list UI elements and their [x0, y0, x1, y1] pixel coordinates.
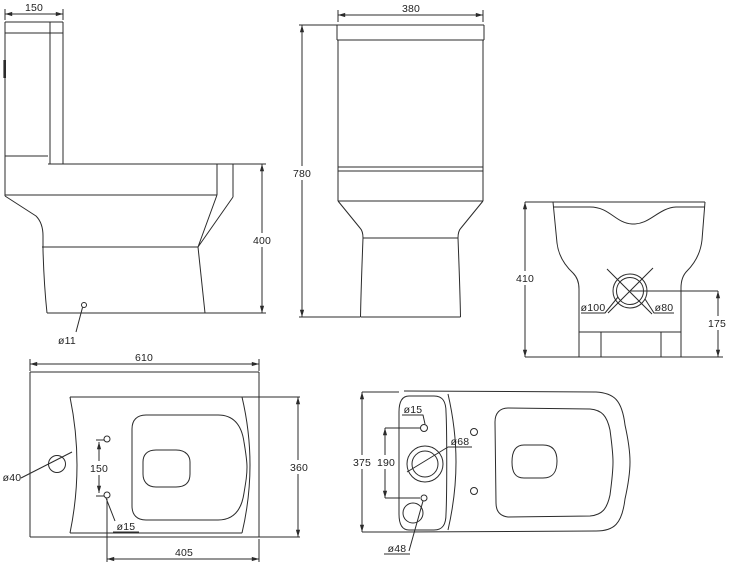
- side-pan-outline: [4, 163, 234, 314]
- seat-outline: [131, 414, 248, 521]
- side-dim-pan-height: 400: [205, 163, 274, 314]
- label-backing: [705, 316, 731, 330]
- front-pedestal-outline: [337, 200, 484, 318]
- cistern-front-lines: [336, 24, 485, 202]
- extension-lines: [299, 24, 360, 318]
- leader-outlet-inner: [644, 298, 674, 314]
- side-view: 150 400 ø11: [3, 2, 274, 347]
- inlet-hole-callout: ø48: [384, 494, 428, 555]
- fixing-hole-rear: [103, 435, 111, 443]
- seat-outline: [494, 407, 614, 518]
- footprint-rect: [29, 371, 300, 538]
- cistern-outline: [398, 395, 448, 531]
- label-backing: [285, 460, 312, 474]
- dim-label-cistern-width: 380: [402, 3, 420, 15]
- side-cistern-outline: [3, 21, 64, 196]
- back-view: ø100 ø80 410 175: [513, 201, 731, 358]
- front-view: 380 780: [290, 3, 485, 318]
- dim-label-height: 410: [516, 273, 534, 285]
- seat-hinge-hole-top: [470, 428, 478, 436]
- label-backing: [350, 455, 374, 469]
- dim-label-total-height: 780: [293, 168, 311, 180]
- back-dim-height: 410: [513, 201, 553, 358]
- body-lines: [525, 201, 723, 358]
- seat-hinge-hole-bottom: [470, 487, 478, 495]
- label-supply-hole-dia: ø40: [3, 472, 22, 484]
- dim-label-pan-height: 400: [253, 235, 271, 247]
- body-waist-curve: [447, 393, 457, 531]
- leader-line: [20, 451, 73, 479]
- bowl-hole-outline: [511, 444, 558, 479]
- cistern-plan-view: ø15 ø68 ø48 375: [350, 390, 631, 555]
- plan-dim-fixing-spacing: 150: [86, 439, 111, 497]
- plan-view: ø40 150 ø15 610: [3, 352, 312, 562]
- cistern-plan-outline: [398, 390, 631, 533]
- label-fixing-hole-dia: ø15: [117, 521, 136, 533]
- dim-label-fixing-spacing: 150: [90, 463, 108, 475]
- dim-label-cistern-depth: 150: [25, 2, 43, 14]
- label-backing: [513, 271, 538, 285]
- back-outlet-callouts: ø100 ø80: [581, 296, 674, 314]
- dim-label-pan-width: 360: [290, 462, 308, 474]
- small-hole-bottom: [420, 494, 428, 502]
- dim-label-fixing-to-front: 405: [175, 547, 193, 559]
- plan-outline: [29, 371, 300, 538]
- label-outlet-inner-dia: ø80: [655, 302, 674, 314]
- supply-hole: [48, 455, 66, 473]
- side-dim-cistern-depth: 150: [4, 2, 64, 20]
- label-flush-button-dia: ø68: [451, 436, 470, 448]
- plan-fixing-holes: [103, 435, 111, 499]
- flush-button-callout: ø68: [406, 436, 472, 483]
- fixing-hole: [81, 302, 87, 308]
- dim-label-total-length: 610: [135, 352, 153, 364]
- label-fixing-hole-dia: ø11: [58, 335, 76, 347]
- bowl-hole-outline: [142, 449, 191, 488]
- leader-line: [402, 414, 426, 425]
- label-backing: [374, 455, 397, 469]
- lid-hole: [420, 424, 428, 432]
- front-dim-total-height: 780: [290, 24, 360, 318]
- pan-outline-lines: [69, 396, 300, 534]
- cistern-dim-hole-spacing: 190: [374, 427, 420, 499]
- plan-dim-fixing-to-front: 405: [106, 499, 260, 562]
- label-lid-hole-dia: ø15: [404, 404, 423, 416]
- plan-supply-hole-callout: ø40: [3, 451, 73, 484]
- inlet-hole: [402, 502, 424, 524]
- flush-button-inner: [411, 450, 439, 478]
- fixing-hole-front: [103, 491, 111, 499]
- pedestal-lines: [337, 200, 484, 318]
- leader-line: [75, 307, 83, 333]
- label-backing: [250, 233, 274, 247]
- leader-line: [384, 500, 424, 555]
- plan-dim-pan-width: 360: [285, 396, 312, 538]
- plan-dim-total-length: 610: [29, 352, 260, 371]
- label-backing: [290, 166, 314, 180]
- dim-label-outlet-height: 175: [708, 318, 726, 330]
- label-outlet-outer-dia: ø100: [581, 302, 606, 314]
- back-dim-outlet-height: 175: [630, 290, 731, 358]
- cistern-lid-hole-callout: ø15: [402, 404, 428, 432]
- side-fixing-hole-callout: ø11: [58, 302, 87, 347]
- front-dim-cistern-width: 380: [337, 3, 484, 22]
- front-cistern-outline: [336, 24, 485, 202]
- extension-lines: [362, 391, 404, 533]
- leader-outlet-outer: [581, 296, 619, 314]
- extension-lines: [385, 427, 420, 499]
- body-outline: [403, 390, 631, 533]
- extension-lines: [96, 439, 104, 497]
- label-backing: [86, 461, 111, 475]
- cistern-dim-pan-width: 375: [350, 391, 404, 533]
- seat-and-body-lines: [4, 163, 234, 314]
- dim-label-pan-width: 375: [353, 457, 371, 469]
- label-inlet-hole-dia: ø48: [388, 543, 407, 555]
- flush-button-outer: [406, 445, 444, 483]
- back-body-outline: [525, 201, 723, 358]
- dim-label-hole-spacing: 190: [377, 457, 395, 469]
- leader-line: [406, 446, 472, 473]
- cistern-side-lines: [4, 21, 64, 196]
